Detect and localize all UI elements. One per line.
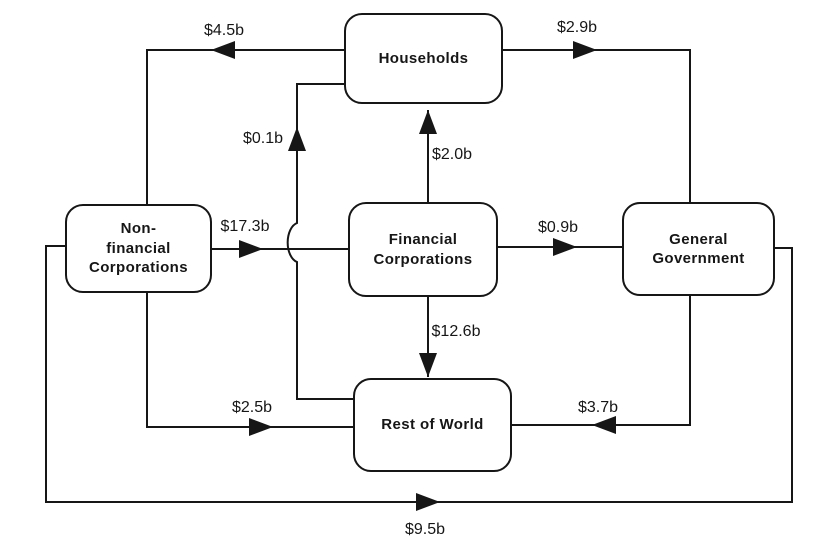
arrowhead-right-17-3b [239, 240, 263, 258]
flow-line-general-government-to-rest-of-world [512, 296, 691, 426]
flow-amount-households-to-general-government: $2.9b [556, 19, 598, 36]
flow-amount-rest-of-world-to-households: $0.1b [242, 130, 284, 147]
node-non-financial-corporations: Non- financial Corporations [65, 204, 212, 293]
arrowhead-left-4-5b [211, 41, 235, 59]
flow-amount-nfc-to-financial-corporations: $17.3b [220, 218, 270, 235]
flow-amount-general-government-to-rest-of-world: $3.7b [577, 399, 619, 416]
flow-amount-nfc-to-rest-of-world: $2.5b [231, 399, 273, 416]
node-rest-of-world: Rest of World [353, 378, 512, 472]
flow-line-households-to-nfc [146, 49, 344, 204]
flow-amount-financial-corporations-to-rest-of-world: $12.6b [431, 323, 481, 340]
flow-line-households-to-general-government [503, 49, 691, 202]
flow-line-rest-of-world-to-households [286, 83, 353, 400]
arrowhead-down-12-6b [419, 353, 437, 377]
flow-line-nfc-to-rest-of-world [146, 293, 353, 428]
arrowhead-left-3-7b [592, 416, 616, 434]
arrowhead-up-0-1b [288, 127, 306, 151]
flow-amount-financial-corporations-to-general-government: $0.9b [537, 219, 579, 236]
node-households: Households [344, 13, 503, 104]
flow-amount-households-to-nfc: $4.5b [203, 22, 245, 39]
arrowhead-right-0-9b [553, 238, 577, 256]
flow-amount-financial-corporations-to-households: $2.0b [431, 146, 473, 163]
node-financial-corporations: Financial Corporations [348, 202, 498, 297]
arrowhead-right-2-5b [249, 418, 273, 436]
arrowhead-up-2-0b [419, 110, 437, 134]
flow-amount-nfc-to-general-government: $9.5b [404, 521, 446, 538]
arrowhead-right-9-5b [416, 493, 440, 511]
node-general-government: General Government [622, 202, 775, 296]
arrowhead-right-2-9b [573, 41, 597, 59]
